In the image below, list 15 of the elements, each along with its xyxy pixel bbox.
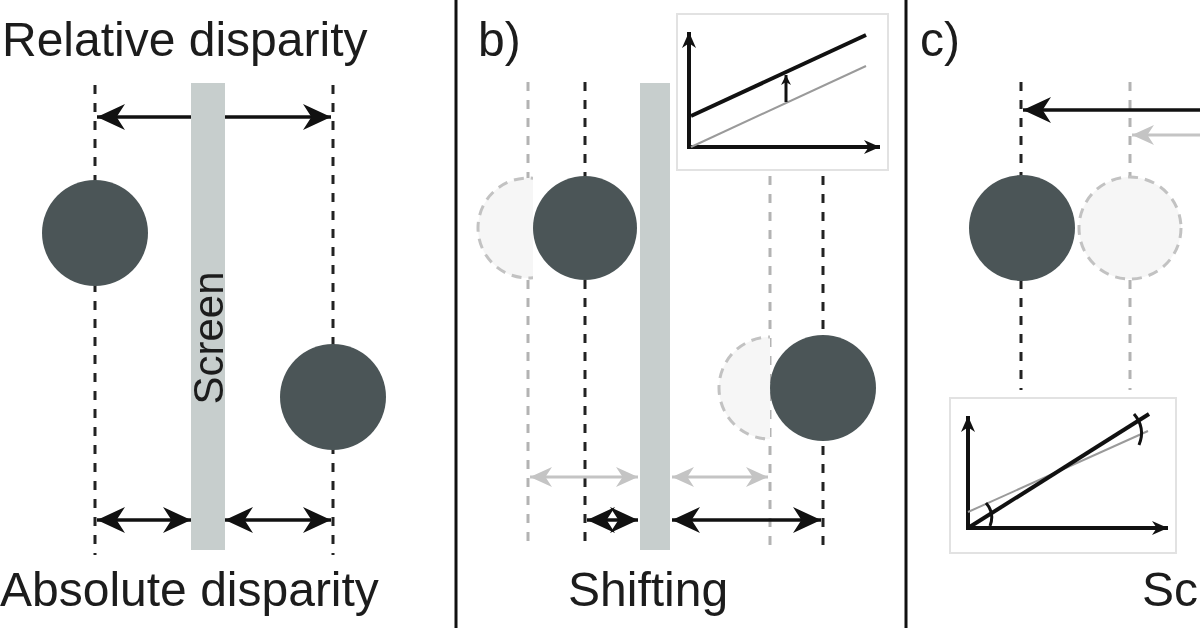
caption-text: Relative disparity (2, 16, 368, 64)
disc (280, 344, 386, 450)
panel-label: c) (920, 16, 960, 64)
screen-bar (191, 83, 225, 550)
disc (969, 175, 1075, 281)
caption-text: Sc (1142, 566, 1198, 614)
screen-label: Screen (191, 271, 226, 405)
caption-text: Absolute disparity (0, 566, 379, 614)
panel-label: b) (478, 16, 521, 64)
disc (42, 180, 148, 286)
screen-bar (640, 83, 670, 550)
dashed-circle (1077, 175, 1183, 281)
caption-text: Shifting (568, 566, 729, 614)
disc (533, 176, 637, 280)
disc (770, 335, 876, 441)
